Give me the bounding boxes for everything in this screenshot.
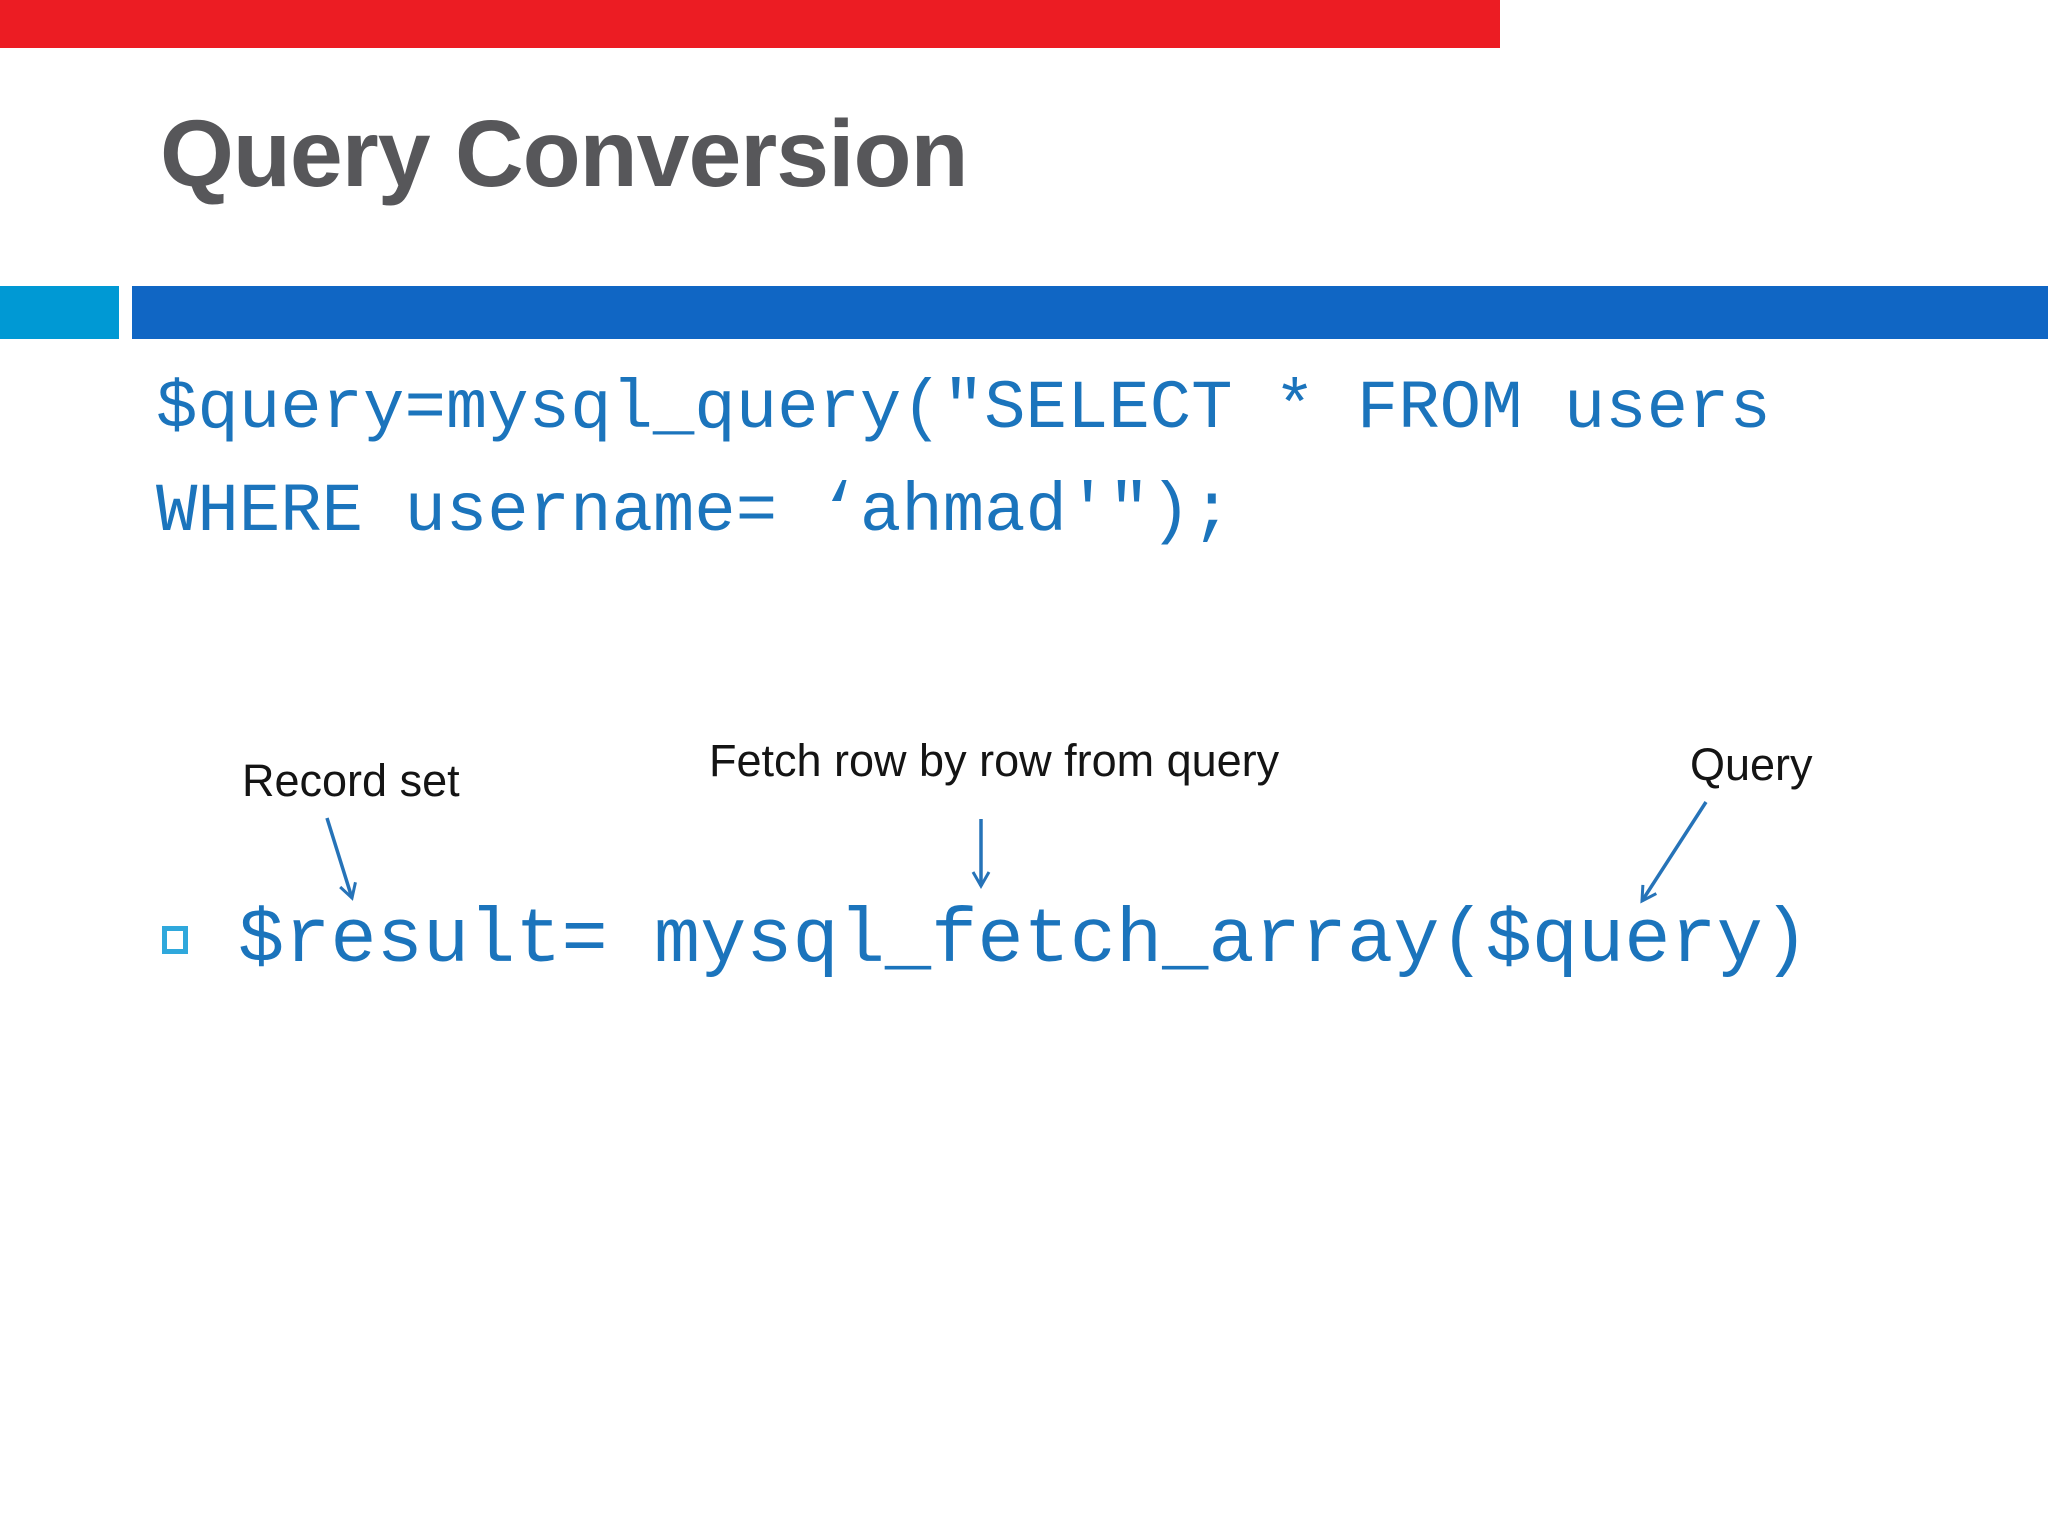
query-arrow-icon bbox=[1640, 801, 1708, 904]
bullet-square-icon bbox=[162, 926, 188, 954]
accent-divider-bar bbox=[132, 286, 2048, 339]
query-code-line-2: WHERE username= ‘ahmad'"); bbox=[156, 473, 1233, 551]
query-code-line-1: $query=mysql_query("SELECT * FROM users bbox=[156, 370, 1771, 448]
accent-square bbox=[0, 286, 119, 339]
record-set-arrow-icon bbox=[325, 817, 357, 901]
query-code-block: $query=mysql_query("SELECT * FROM users … bbox=[156, 358, 1771, 564]
record-set-label: Record set bbox=[242, 755, 460, 806]
video-progress-bar[interactable] bbox=[0, 0, 1500, 48]
fetch-row-label: Fetch row by row from query bbox=[709, 735, 1280, 786]
page-title: Query Conversion bbox=[160, 101, 969, 207]
result-code-line: $result= mysql_fetch_array($query) bbox=[238, 898, 1810, 985]
query-label: Query bbox=[1690, 739, 1813, 790]
